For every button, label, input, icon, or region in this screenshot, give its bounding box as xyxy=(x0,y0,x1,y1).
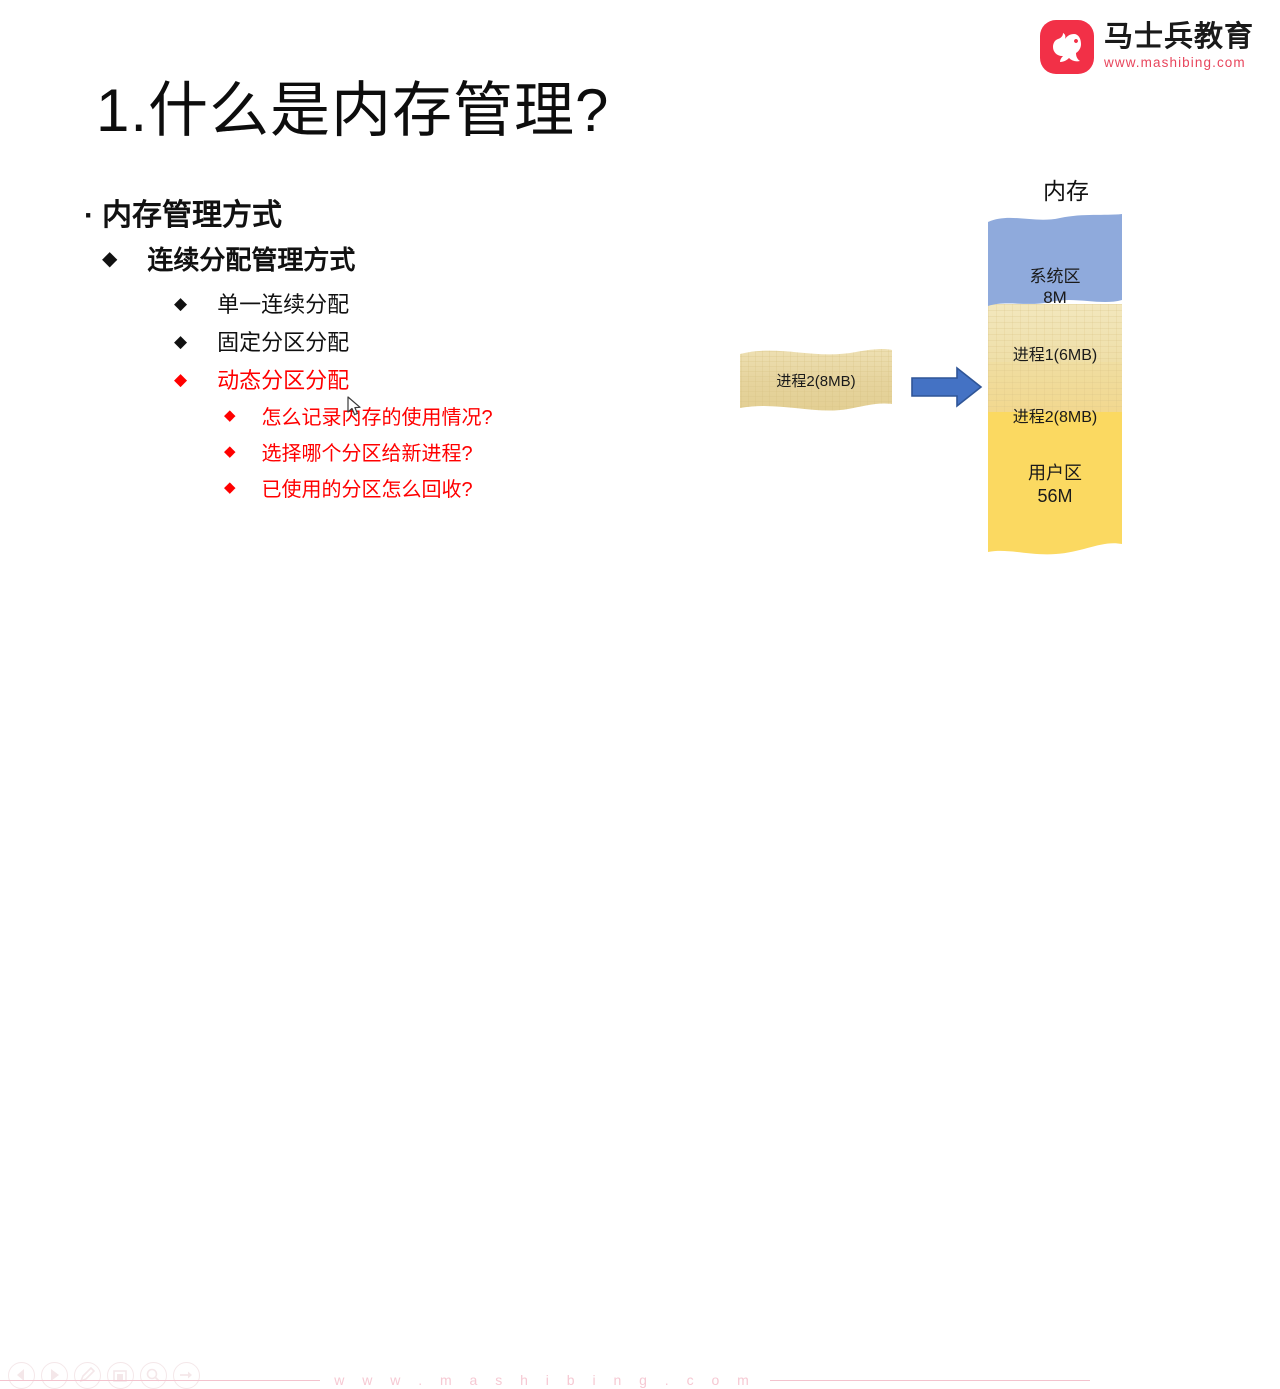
brand-logo: 马士兵教育 www.mashibing.com xyxy=(1040,20,1254,74)
bullet-diamond-icon: ◆ xyxy=(224,407,236,424)
outline-level3-label: 固定分区分配 xyxy=(217,330,350,355)
outline-level4-label: 选择哪个分区给新进程? xyxy=(261,443,473,465)
outline-level4-item-1: ◆ 选择哪个分区给新进程? xyxy=(224,437,704,466)
bullet-diamond-icon: ◆ xyxy=(102,247,118,270)
bullet-diamond-icon: ◆ xyxy=(174,369,188,389)
floating-process-label: 进程2(8MB) xyxy=(776,373,856,390)
outline-level4-item-0: ◆ 怎么记录内存的使用情况? xyxy=(224,401,704,430)
bullet-diamond-icon: ◆ xyxy=(224,479,236,496)
bullet-diamond-icon: ◆ xyxy=(174,331,188,351)
outline-level3-item-0: ◆ 单一连续分配 xyxy=(174,287,704,319)
outline-level3-item-2: ◆ 动态分区分配 xyxy=(174,363,704,395)
memory-diagram: 内存 进程2(8MB) xyxy=(718,172,1178,572)
horse-head-logo-icon xyxy=(1040,20,1094,74)
footer-watermark: w w w . m a s h i b i n g . c o m xyxy=(0,1372,1091,1388)
outline-level3-label: 单一连续分配 xyxy=(217,292,350,317)
outline-level1-item: · 内存管理方式 xyxy=(84,190,704,234)
bullet-diamond-icon: ◆ xyxy=(224,443,236,460)
outline-level3-label: 动态分区分配 xyxy=(217,368,350,393)
outline-list: · 内存管理方式 ◆ 连续分配管理方式 ◆ 单一连续分配 ◆ 固定分区分配 ◆ … xyxy=(84,190,704,509)
brand-url: www.mashibing.com xyxy=(1104,55,1246,71)
footer-watermark-text: w w w . m a s h i b i n g . c o m xyxy=(334,1372,756,1388)
outline-level2-label: 连续分配管理方式 xyxy=(147,245,356,275)
footer-rule-right xyxy=(769,1379,1091,1381)
outline-level4-item-2: ◆ 已使用的分区怎么回收? xyxy=(224,473,704,502)
brand-wordmark: 马士兵教育 www.mashibing.com xyxy=(1104,22,1254,72)
outline-level2-item: ◆ 连续分配管理方式 xyxy=(102,240,704,277)
bullet-diamond-icon: ◆ xyxy=(174,293,188,313)
memory-stack: 系统区 8M 进程1(6MB) 进程2(8MB) 用户区 56M xyxy=(984,208,1126,564)
outline-level4-label: 已使用的分区怎么回收? xyxy=(261,479,473,501)
brand-name-cn: 马士兵教育 xyxy=(1104,21,1255,53)
right-arrow-icon xyxy=(911,366,983,408)
footer-bar: w w w . m a s h i b i n g . c o m xyxy=(0,678,1280,1389)
floating-process-block: 进程2(8MB) xyxy=(738,346,894,414)
outline-level1-label: 内存管理方式 xyxy=(102,199,282,232)
outline-level4-label: 怎么记录内存的使用情况? xyxy=(261,407,493,429)
footer-rule-left xyxy=(0,1379,321,1381)
page-title: 1.什么是内存管理? xyxy=(96,77,610,144)
memory-diagram-title: 内存 xyxy=(1043,178,1089,204)
outline-level3-item-1: ◆ 固定分区分配 xyxy=(174,325,704,357)
bullet-dot-icon: · xyxy=(84,199,94,232)
